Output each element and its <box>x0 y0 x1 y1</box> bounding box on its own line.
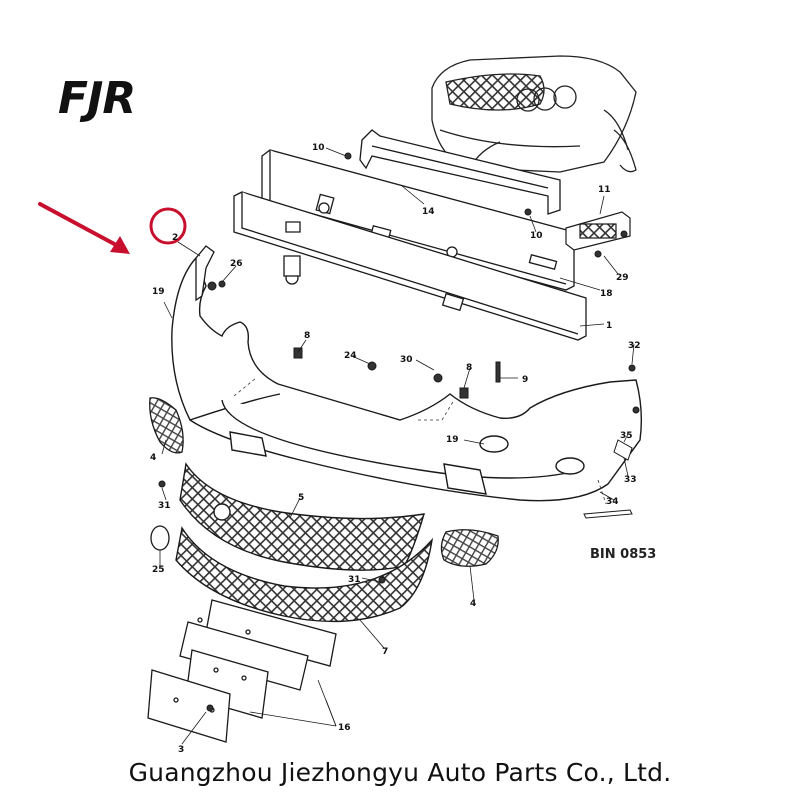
licence-plate-stack <box>147 599 337 743</box>
part-7-lower-grille <box>175 526 434 623</box>
callout-1: 1 <box>606 321 612 331</box>
callout-33: 33 <box>624 475 637 485</box>
red-arrow <box>38 202 130 254</box>
callout-11: 11 <box>598 185 611 195</box>
callout-35: 35 <box>620 431 633 441</box>
part-18-energy-absorber <box>261 149 575 291</box>
brand-logo-text: FJR <box>58 73 135 124</box>
callout-31-bottom: 31 <box>348 575 361 585</box>
company-footer: Guangzhou Jiezhongyu Auto Parts Co., Ltd… <box>128 758 672 787</box>
callout-5: 5 <box>298 493 304 503</box>
callout-labels <box>159 147 635 745</box>
callout-32: 32 <box>628 341 641 351</box>
callout-10-right: 10 <box>530 231 543 241</box>
callout-2: 2 <box>172 233 178 243</box>
callout-18: 18 <box>600 289 613 299</box>
brand-logo: FJR <box>58 73 136 124</box>
part-2-bracket <box>195 245 215 302</box>
callout-30: 30 <box>400 355 413 365</box>
callout-26: 26 <box>230 259 243 269</box>
callout-29: 29 <box>616 273 629 283</box>
callout-4-left: 4 <box>150 453 156 463</box>
callout-16: 16 <box>338 723 351 733</box>
diagram-reference-code: BIN 0853 <box>590 547 656 562</box>
callout-34: 34 <box>606 497 619 507</box>
part-25-ring <box>150 525 170 551</box>
callout-7: 7 <box>382 647 388 657</box>
callout-24: 24 <box>344 351 357 361</box>
callout-9: 9 <box>522 375 528 385</box>
part-4-left-grille <box>149 397 184 454</box>
part-1-impact-beam <box>233 191 587 341</box>
callout-8-right: 8 <box>466 363 472 373</box>
fasteners <box>158 152 640 712</box>
part-5-upper-grille <box>179 462 425 571</box>
callout-4-right: 4 <box>470 599 476 609</box>
callout-numbers: 19 2 26 10 14 10 11 29 18 1 8 24 30 8 9 … <box>150 143 641 755</box>
highlight-circle <box>149 207 187 245</box>
callout-31-left: 31 <box>158 501 171 511</box>
guide-lines <box>233 377 607 505</box>
callout-19-left: 19 <box>152 287 165 297</box>
part-11-side-bracket <box>565 211 631 251</box>
callout-10-top: 10 <box>312 143 325 153</box>
callout-8-left: 8 <box>304 331 310 341</box>
bumper-cover <box>171 256 643 502</box>
callout-3: 3 <box>178 745 184 755</box>
part-4-right-grille <box>440 529 499 567</box>
car-front-illustration <box>431 55 637 173</box>
callout-25: 25 <box>152 565 165 575</box>
part-14-upper-bracket <box>359 129 561 215</box>
callout-14: 14 <box>422 207 435 217</box>
callout-19-right: 19 <box>446 435 459 445</box>
